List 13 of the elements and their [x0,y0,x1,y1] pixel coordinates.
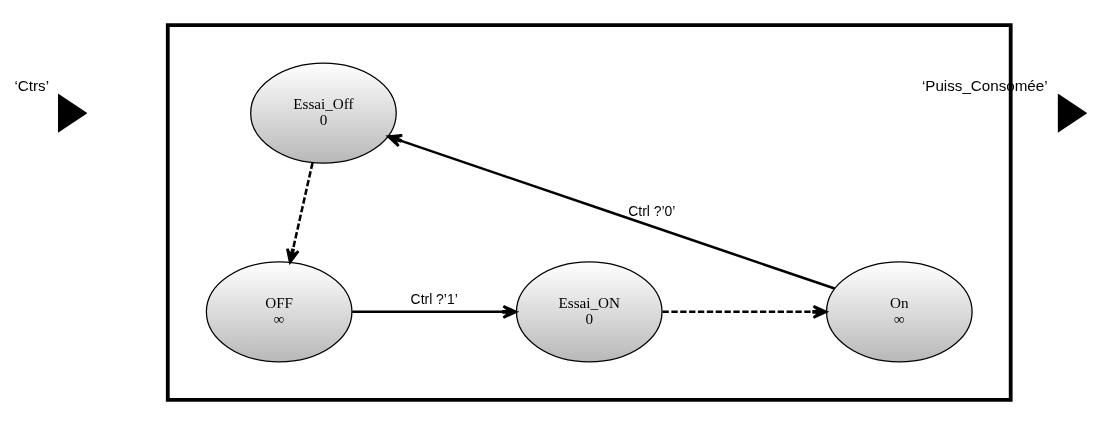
node-ellipse: On ∞ [825,261,973,363]
node-triangle [1057,93,1088,133]
edge-label: Ctrl ?’1’ [410,291,458,307]
arrow [387,133,835,290]
node-triangle [58,93,88,133]
edge-label: Ctrl ?’0’ [628,203,676,220]
node-ellipse: OFF ∞ [205,261,353,363]
arrow [286,162,314,264]
arrow [352,304,518,319]
node-ellipse: Essai_ON 0 [515,261,663,363]
arrow [662,304,828,319]
node-ellipse: Essai_Off 0 [250,62,397,164]
node-label: ‘Ctrs’ [14,76,50,94]
